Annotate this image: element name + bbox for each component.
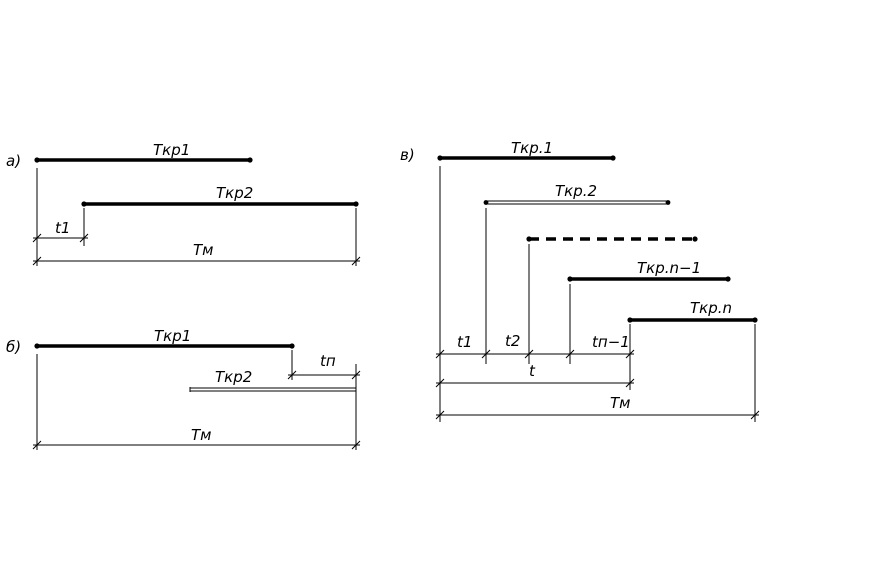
panel-b-bar-1-start — [34, 343, 40, 349]
panel-b-dim-total-tick-right — [351, 440, 361, 450]
panel-v-dim-total-tick-right — [750, 410, 760, 420]
panel-v-dim-total-label: Тм — [610, 394, 630, 412]
panel-v-dim-steps-tick-1 — [435, 349, 445, 359]
panel-a-bar-1-end — [247, 157, 253, 163]
panel-b-bar-2-label: Ткр2 — [215, 368, 252, 386]
panel-v-bar-2-label: Ткр.2 — [555, 182, 597, 200]
panel-b-dim-shift-label: tп — [320, 352, 336, 370]
panel-v-dim-tn1-label: tп−1 — [592, 333, 630, 351]
panel-a-bar-2-end — [353, 201, 359, 207]
panel-v-bar-1-start — [437, 155, 443, 161]
panel-v-dim-t-tick-right — [625, 378, 635, 388]
panel-v-bar-n1-end — [725, 276, 731, 282]
panel-v-bar-1-label: Ткр.1 — [511, 139, 553, 157]
panel-a: а) Ткр1 Ткр2 t1 Тм — [6, 141, 361, 266]
panel-b-dim-shift-tick-left — [287, 370, 297, 380]
panel-v-bar-1-end — [610, 155, 616, 161]
panel-a-dim-total-tick-right — [351, 256, 361, 266]
panel-a-label: а) — [6, 152, 21, 170]
panel-v-bar-n1-start — [567, 276, 573, 282]
panel-v: в) Ткр.1 Ткр.2 Ткр.n−1 Ткр.n — [400, 139, 760, 422]
panel-a-bar-1-label: Ткр1 — [153, 141, 190, 159]
panel-v-bar-n-start — [627, 317, 633, 323]
panel-b: б) Ткр1 Ткр2 tп Тм — [6, 327, 361, 450]
panel-v-bar-2-start — [483, 200, 489, 205]
panel-v-dim-t-label: t — [529, 362, 536, 380]
panel-v-dim-steps-tick-5 — [625, 349, 635, 359]
panel-b-label: б) — [6, 338, 21, 356]
panel-v-bar-n1-label: Ткр.n−1 — [637, 259, 701, 277]
panel-v-dim-t2-label: t2 — [505, 332, 520, 350]
panel-a-dim-total-tick-left — [32, 256, 42, 266]
panel-v-bar-dashed-start — [526, 236, 532, 242]
panel-v-dim-steps-tick-2 — [481, 349, 491, 359]
panel-b-dim-shift-tick-right — [351, 370, 361, 380]
panel-v-bar-dashed-end — [692, 236, 698, 242]
panel-v-bar-2-end — [665, 200, 671, 205]
panel-v-label: в) — [400, 146, 415, 164]
panel-v-dim-steps-tick-3 — [524, 349, 534, 359]
panel-b-bar-1-end — [289, 343, 295, 349]
panel-v-bar-n-label: Ткр.n — [690, 299, 732, 317]
panel-a-bar-2-start — [81, 201, 87, 207]
panel-b-dim-total-tick-left — [32, 440, 42, 450]
panel-a-dim-shift-label: t1 — [55, 219, 70, 237]
panel-v-dim-steps-tick-4 — [565, 349, 575, 359]
panel-v-dim-t1-label: t1 — [457, 333, 472, 351]
panel-a-dim-total-label: Тм — [193, 241, 213, 259]
panel-a-bar-2-label: Ткр2 — [216, 184, 253, 202]
panel-a-dim-shift-tick-right — [79, 233, 89, 243]
panel-a-dim-shift-tick-left — [32, 233, 42, 243]
panel-b-bar-1-label: Ткр1 — [154, 327, 191, 345]
panel-v-dim-t-tick-left — [435, 378, 445, 388]
panel-v-bar-n-end — [752, 317, 758, 323]
panel-b-dim-total-label: Тм — [191, 426, 211, 444]
panel-a-bar-1-start — [34, 157, 40, 163]
panel-v-dim-total-tick-left — [435, 410, 445, 420]
